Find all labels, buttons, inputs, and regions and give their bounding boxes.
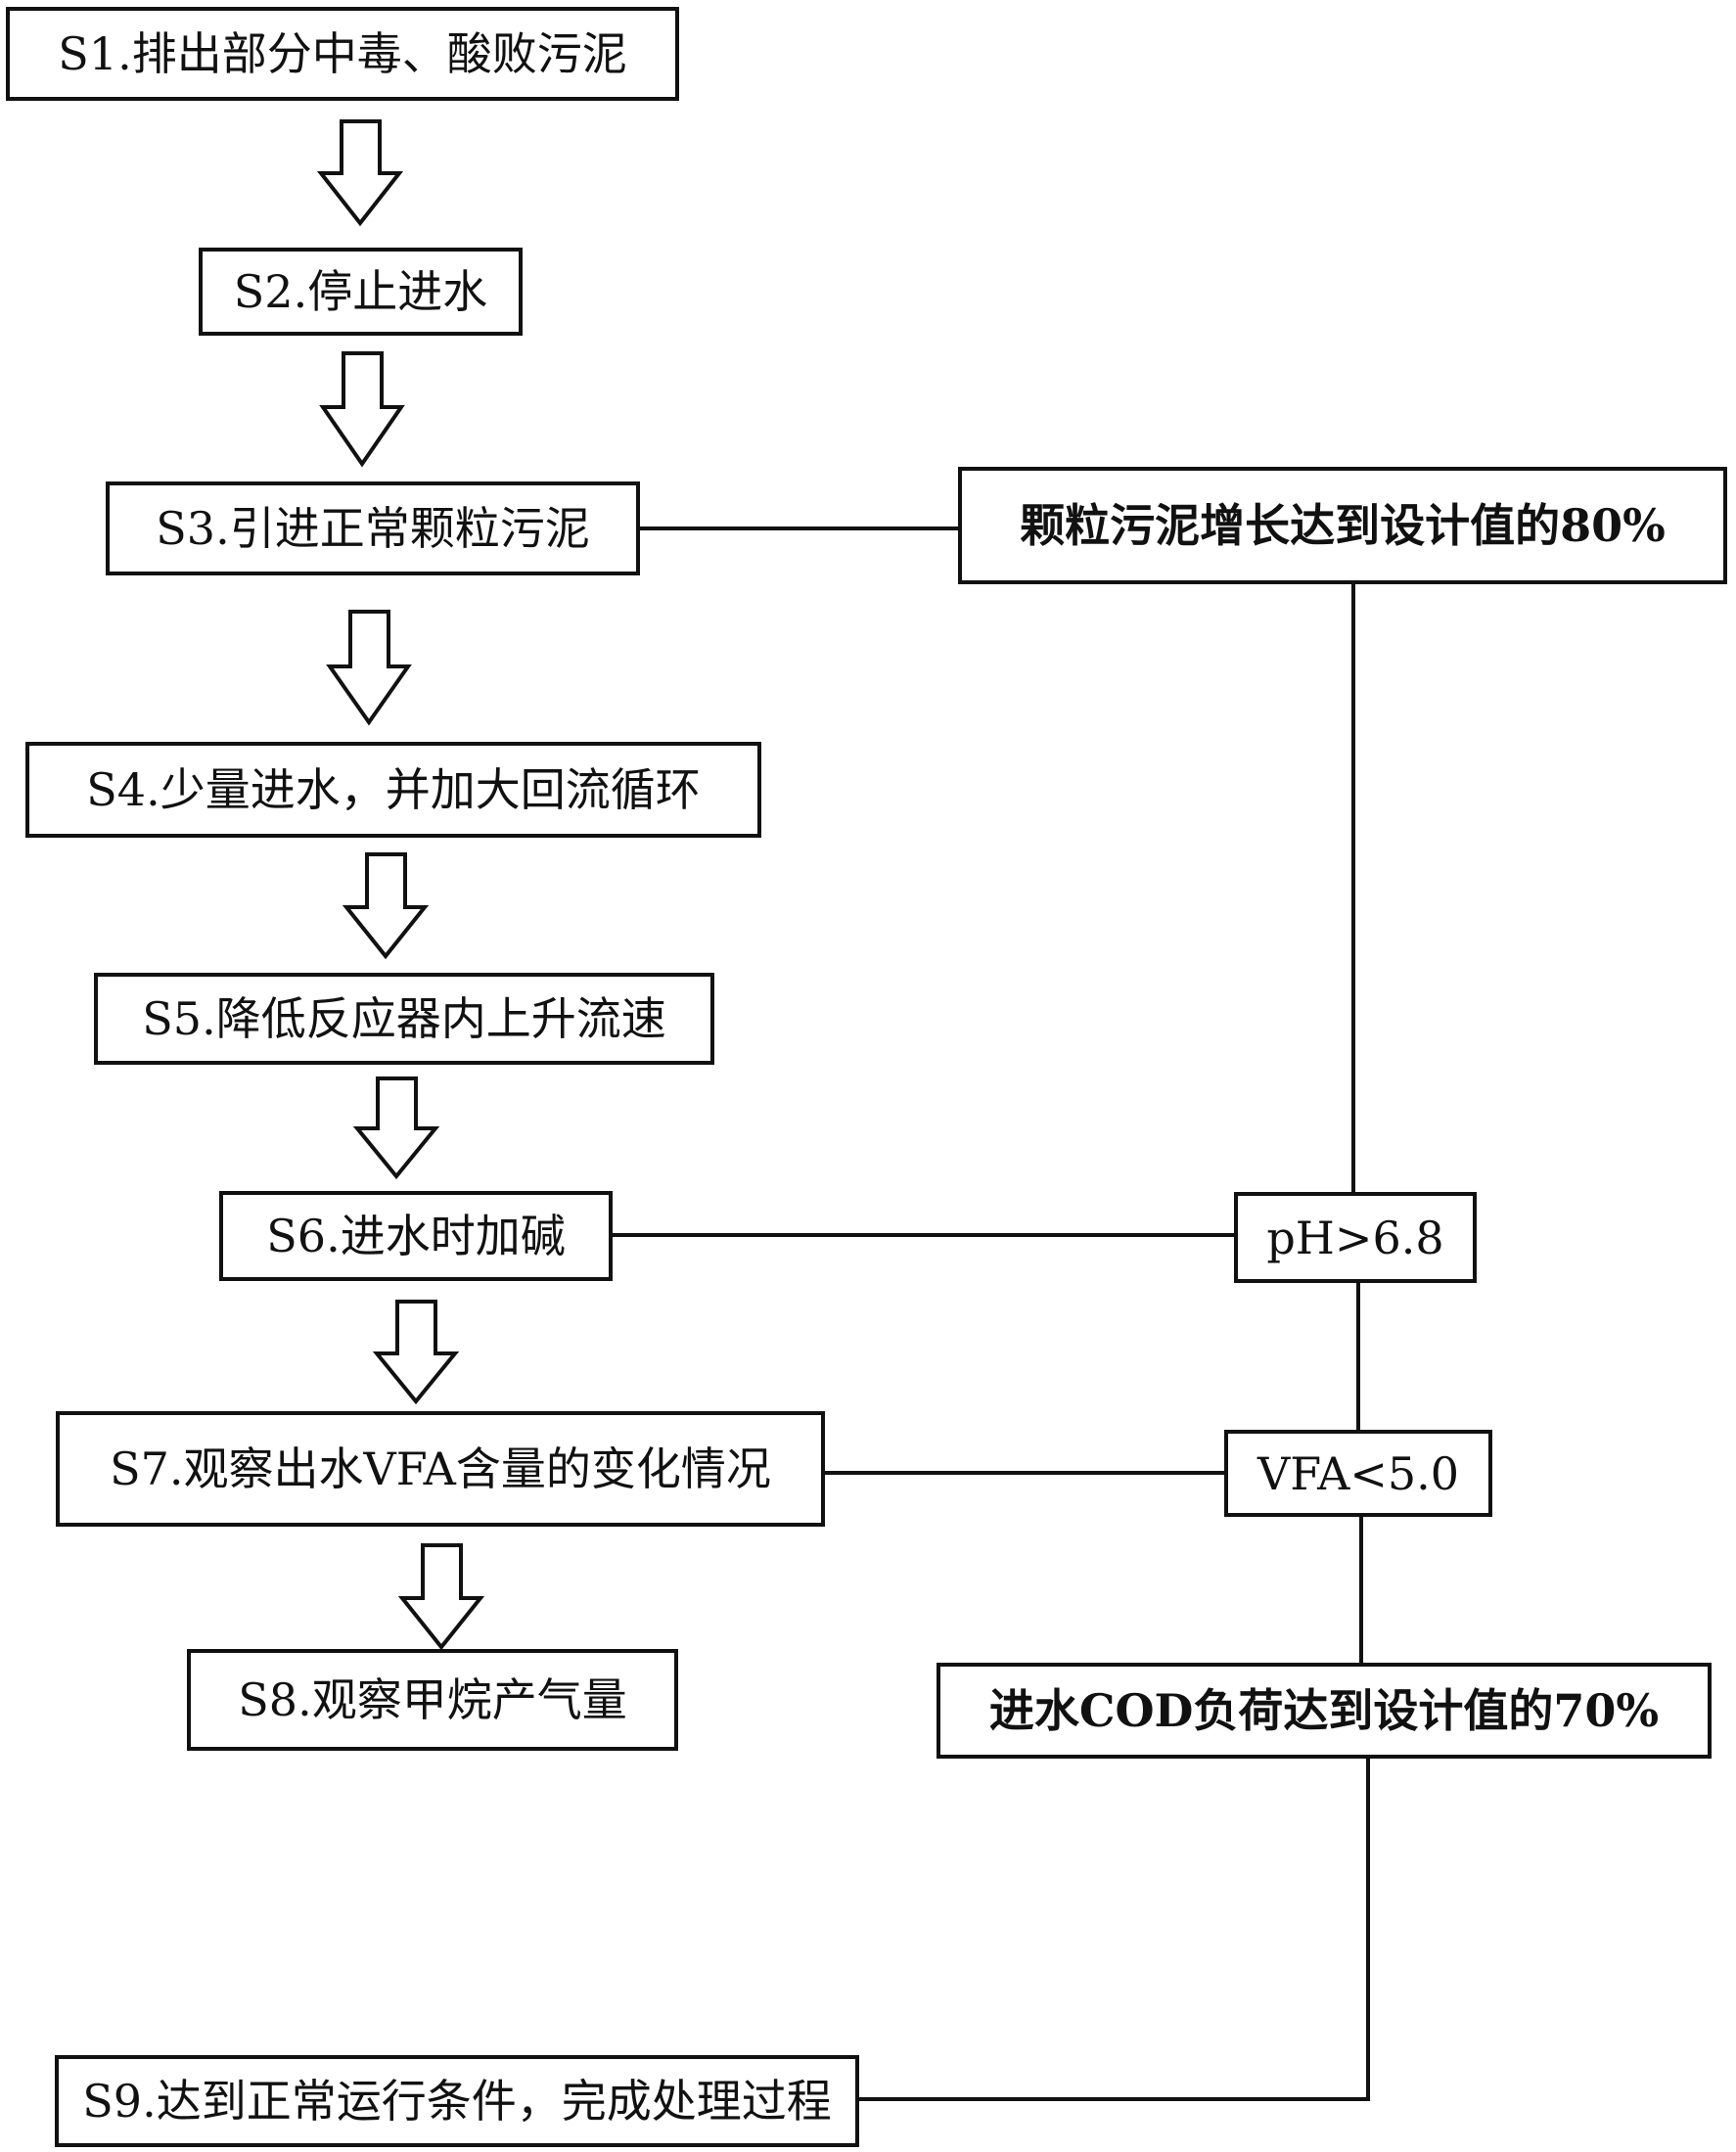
step-s6-label: S6.进水时加碱 [266, 1210, 566, 1262]
connector-cod-s9 [857, 1757, 1370, 2101]
step-s4-label: S4.少量进水，并加大回流循环 [86, 763, 701, 816]
condition-ph-box: pH>6.8 [1234, 1192, 1477, 1283]
step-s7-box: S7.观察出水VFA含量的变化情况 [56, 1411, 825, 1527]
step-s5-box: S5.降低反应器内上升流速 [94, 973, 714, 1065]
arrow-s6-s7 [372, 1300, 460, 1405]
arrow-s1-s2 [316, 119, 404, 227]
step-s2-label: S2.停止进水 [233, 265, 488, 318]
condition-ph-label: pH>6.8 [1266, 1211, 1444, 1264]
condition-sludge-growth-box: 颗粒污泥增长达到设计值的80% [958, 467, 1727, 584]
step-s9-box: S9.达到正常运行条件，完成处理过程 [55, 2055, 859, 2147]
step-s5-label: S5.降低反应器内上升流速 [142, 992, 666, 1045]
step-s1-box: S1.排出部分中毒、酸败污泥 [6, 7, 679, 101]
condition-cod-load-label: 进水COD负荷达到设计值的70% [988, 1684, 1660, 1737]
step-s7-label: S7.观察出水VFA含量的变化情况 [110, 1442, 771, 1495]
step-s8-box: S8.观察甲烷产气量 [187, 1649, 678, 1751]
arrow-s4-s5 [342, 852, 430, 960]
step-s6-box: S6.进水时加碱 [219, 1191, 613, 1281]
arrow-s3-s4 [326, 610, 412, 726]
condition-vfa-box: VFA<5.0 [1224, 1430, 1492, 1517]
step-s8-label: S8.观察甲烷产气量 [238, 1673, 627, 1726]
arrow-s2-s3 [319, 351, 405, 468]
condition-sludge-growth-label: 颗粒污泥增长达到设计值的80% [1020, 499, 1666, 552]
condition-vfa-label: VFA<5.0 [1256, 1446, 1460, 1500]
step-s3-box: S3.引进正常颗粒污泥 [106, 481, 640, 575]
step-s2-box: S2.停止进水 [199, 248, 523, 336]
step-s3-label: S3.引进正常颗粒污泥 [156, 502, 590, 555]
condition-cod-load-box: 进水COD负荷达到设计值的70% [937, 1663, 1712, 1759]
step-s9-label: S9.达到正常运行条件，完成处理过程 [82, 2075, 832, 2128]
step-s1-label: S1.排出部分中毒、酸败污泥 [58, 27, 627, 80]
arrow-s7-s8 [397, 1543, 485, 1651]
step-s4-box: S4.少量进水，并加大回流循环 [25, 742, 761, 838]
arrow-s5-s6 [352, 1076, 440, 1180]
